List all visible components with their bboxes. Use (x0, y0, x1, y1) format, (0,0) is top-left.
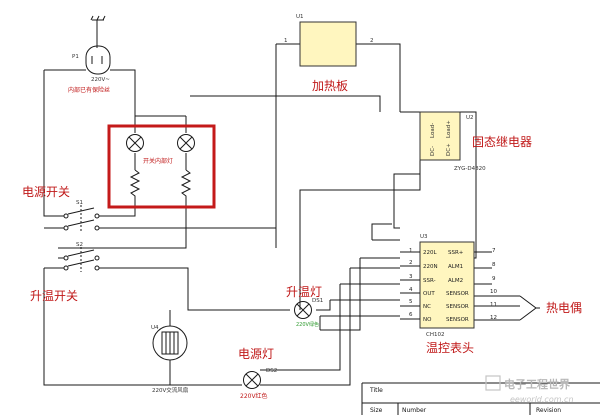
lamp-1-icon (126, 134, 144, 152)
ssr-ref: U2 (466, 115, 474, 121)
title-block-size: Size (370, 407, 383, 414)
pin-name: 220N (423, 264, 438, 270)
plug-p1: P1 220V~ 内部已有保险丝 (68, 15, 111, 94)
power-lamp-rating: 220V红色 (240, 392, 268, 400)
ssr-dc-minus: DC- (430, 146, 436, 156)
title-block: Title Size Number Revision (361, 382, 600, 415)
pin-num: 12 (490, 315, 497, 321)
title-block-number: Number (402, 407, 427, 414)
pin-name: 220L (423, 250, 437, 256)
pin-name: OUT (423, 291, 435, 297)
pin-num: 2 (409, 260, 413, 266)
heat-lamp-label: 升温灯 (286, 285, 322, 299)
title-block-revision: Revision (536, 407, 561, 414)
resistor-2-icon (180, 169, 192, 198)
controller-body (419, 241, 475, 329)
pin-num: 11 (490, 302, 497, 308)
fan-motor-icon (152, 325, 188, 361)
pin-name: SENSOR (446, 304, 469, 310)
ssr-load-minus: Load- (430, 123, 436, 138)
pin-name: SENSOR (446, 291, 469, 297)
fan-rating: 220V交流风扇 (152, 386, 188, 394)
pin-num: 10 (490, 289, 497, 295)
title-block-title: Title (369, 387, 383, 394)
switch-lamps-label: 开关内部灯 (143, 157, 173, 165)
heat-switch-s2: S2 升温开关 (30, 242, 100, 303)
ssr-body (419, 111, 461, 161)
pin-num: 4 (409, 287, 413, 293)
wires (43, 43, 520, 386)
power-switch-label: 电源开关 (22, 185, 70, 199)
controller-model: CH102 (426, 332, 444, 338)
plug-rating: 220V~ (91, 77, 110, 83)
pin-num: 1 (409, 248, 413, 254)
thermocouple: 热电偶 (519, 295, 582, 321)
heater-pin2: 2 (370, 38, 374, 44)
resistor-1-icon (129, 169, 141, 198)
s1-ref: S1 (76, 200, 83, 206)
pin-name: SENSOR (446, 317, 469, 323)
pin-num: 5 (409, 299, 413, 305)
pin-num: 6 (409, 312, 413, 318)
heater-ref: U1 (296, 14, 304, 20)
highlight-box (107, 124, 216, 209)
pin-name: NC (423, 304, 431, 310)
pin-name: SSR+ (448, 250, 464, 256)
pin-num: 7 (492, 248, 496, 254)
switch-lamps-group: 开关内部灯 (107, 124, 216, 209)
heat-lamp-rating: 220V绿色 (296, 321, 319, 328)
pin-num: 9 (492, 276, 496, 282)
heat-lamp-ref: DS1 (312, 298, 323, 304)
pin-name: ALM1 (448, 264, 463, 270)
thermocouple-label: 热电偶 (546, 301, 582, 315)
watermark-logo-icon (485, 375, 501, 391)
pin-name: NO (423, 317, 432, 323)
ssr-label: 固态继电器 (472, 135, 532, 149)
ssr-dc-plus: DC+ (446, 143, 452, 156)
watermark-cn: 电子工程世界 (504, 377, 570, 391)
fan-ref: U4 (151, 325, 159, 331)
pin-name: SSR- (423, 278, 436, 284)
heat-switch-label: 升温开关 (30, 289, 78, 303)
s1-contact-a (63, 213, 69, 219)
power-switch-s1: S1 电源开关 (22, 185, 100, 231)
watermark: 电子工程世界 eeworld.com.cn (485, 375, 574, 404)
ssr-model: ZYG-D4820 (454, 166, 486, 172)
plug-ref: P1 (72, 54, 79, 60)
heater-label: 加热板 (312, 79, 348, 93)
heater-u1: U1 1 2 加热板 (284, 14, 374, 93)
pin-num: 3 (409, 274, 413, 280)
controller-ref: U3 (420, 234, 428, 240)
s2-ref: S2 (76, 242, 83, 248)
controller-u3: U3 1 220L 2 220N 3 SSR- 4 OUT 5 NC 6 NO … (400, 234, 497, 355)
power-lamp-ds2: DS2 220V红色 电源灯 (238, 347, 277, 400)
plug-note: 内部已有保险丝 (68, 86, 110, 94)
pin-num: 8 (492, 262, 496, 268)
pin-name: ALM2 (448, 278, 463, 284)
lamp-2-icon (177, 134, 195, 152)
watermark-url: eeworld.com.cn (510, 395, 574, 404)
ssr-load-plus: Load+ (446, 120, 452, 138)
fan-u4: U4 220V交流风扇 (151, 325, 188, 394)
heat-lamp-ds1: DS1 220V绿色 升温灯 (286, 285, 323, 328)
heater-pin1: 1 (284, 38, 288, 44)
ssr-u2: U2 Load- Load+ DC- DC+ ZYG-D4820 固态继电器 (419, 111, 532, 172)
power-lamp-label: 电源灯 (238, 347, 274, 361)
power-lamp-ref: DS2 (266, 368, 277, 374)
power-lamp-icon (243, 371, 261, 389)
heater-body (299, 21, 357, 67)
heat-lamp-icon (294, 301, 312, 319)
controller-label: 温控表头 (426, 341, 474, 355)
